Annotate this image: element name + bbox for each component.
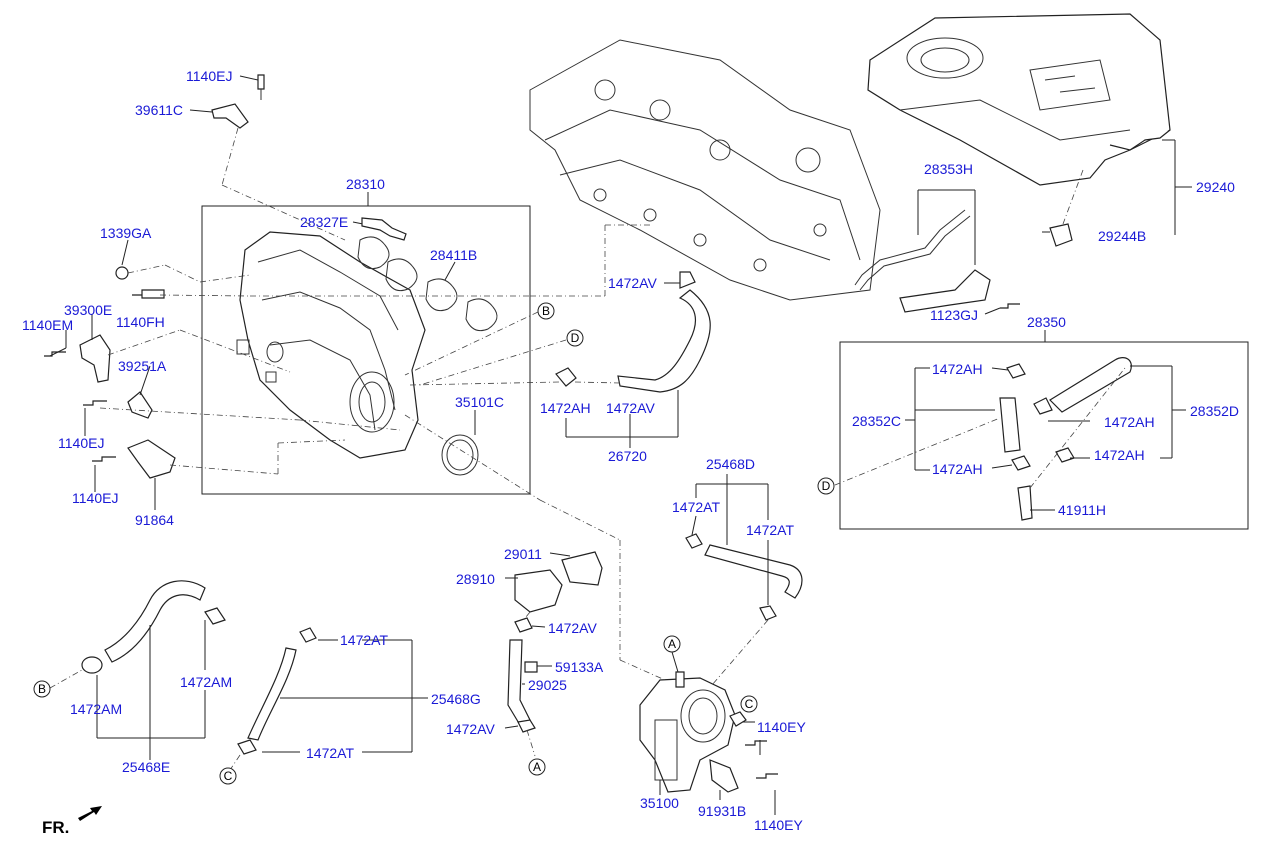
svg-text:C: C (745, 697, 754, 711)
label-35101C[interactable]: 35101C (455, 394, 504, 410)
svg-text:D: D (571, 331, 580, 345)
svg-text:A: A (668, 637, 676, 651)
engine-head-illustration (529, 39, 881, 301)
svg-text:C: C (224, 769, 233, 783)
label-1472AH-e[interactable]: 1472AH (1094, 447, 1145, 463)
label-28327E[interactable]: 28327E (300, 214, 348, 230)
ref-A-throttle: A (663, 635, 681, 653)
label-91931B[interactable]: 91931B (698, 803, 746, 819)
label-28353H[interactable]: 28353H (924, 161, 973, 177)
label-28352C[interactable]: 28352C (852, 413, 901, 429)
breather-pipe-illustration (854, 209, 991, 313)
label-39611C[interactable]: 39611C (135, 102, 183, 118)
ref-B-top: B (537, 302, 555, 320)
throttle-gasket-illustration (441, 434, 479, 476)
front-arrow-icon (78, 806, 102, 821)
label-29240[interactable]: 29240 (1196, 179, 1235, 195)
label-1472AT-d[interactable]: 1472AT (306, 745, 354, 761)
label-35100[interactable]: 35100 (640, 795, 679, 811)
hose-25468D-illustration (685, 533, 803, 621)
throttle-body-illustration (639, 671, 778, 793)
label-1140EY-b[interactable]: 1140EY (754, 817, 803, 833)
label-1472AH-b[interactable]: 1472AH (932, 361, 983, 377)
ref-C-bottom: C (219, 767, 237, 785)
engine-cover-illustration (867, 13, 1171, 186)
label-1140EJ-low[interactable]: 1140EJ (72, 490, 118, 506)
label-25468G[interactable]: 25468G (431, 691, 481, 707)
label-1140FH[interactable]: 1140FH (116, 314, 165, 330)
front-direction-marker: FR. (42, 806, 102, 837)
left-bolts-illustration (44, 74, 265, 479)
label-29011[interactable]: 29011 (504, 546, 542, 562)
label-1472AV-b[interactable]: 1472AV (606, 400, 655, 416)
label-59133A[interactable]: 59133A (555, 659, 604, 675)
ref-A-bottom: A (528, 758, 546, 776)
hose-group-28350-illustration (999, 357, 1132, 521)
hose-29025-illustration (507, 617, 538, 733)
label-25468D[interactable]: 25468D (706, 456, 755, 472)
intake-manifold-illustration (236, 231, 426, 459)
label-28352D[interactable]: 28352D (1190, 403, 1239, 419)
label-29025[interactable]: 29025 (528, 677, 567, 693)
label-1472AH-a[interactable]: 1472AH (540, 400, 591, 416)
label-28411B[interactable]: 28411B (430, 247, 477, 263)
grommet-illustration (1049, 223, 1073, 247)
label-39251A[interactable]: 39251A (118, 358, 167, 374)
label-25468E[interactable]: 25468E (122, 759, 170, 775)
label-26720[interactable]: 26720 (608, 448, 647, 464)
svg-text:B: B (542, 304, 550, 318)
ref-C-throttle: C (740, 695, 758, 713)
label-1472AT-b[interactable]: 1472AT (746, 522, 794, 538)
label-1472AT-a[interactable]: 1472AT (672, 499, 720, 515)
label-29244B[interactable]: 29244B (1098, 228, 1146, 244)
svg-text:B: B (38, 682, 46, 696)
svg-text:D: D (822, 479, 831, 493)
label-1472AM-b[interactable]: 1472AM (70, 701, 122, 717)
label-1472AH-d[interactable]: 1472AH (932, 461, 983, 477)
label-1140EM[interactable]: 1140EM (22, 317, 73, 333)
label-1472AT-c[interactable]: 1472AT (340, 632, 388, 648)
manifold-group-frame (201, 205, 531, 495)
label-1472AV-c[interactable]: 1472AV (548, 620, 597, 636)
label-41911H[interactable]: 41911H (1058, 502, 1106, 518)
leader-lines (49, 75, 1192, 815)
label-28910[interactable]: 28910 (456, 571, 495, 587)
label-1472AM-a[interactable]: 1472AM (180, 674, 232, 690)
label-1140EJ-top[interactable]: 1140EJ (186, 68, 232, 84)
hose-25468G-illustration (237, 627, 317, 755)
label-91864[interactable]: 91864 (135, 512, 174, 528)
svg-text:A: A (533, 760, 541, 774)
purge-valve-illustration (514, 551, 603, 613)
label-39300E[interactable]: 39300E (64, 302, 112, 318)
hose-group-28350-frame (839, 341, 1249, 530)
ref-D-top: D (566, 329, 584, 347)
label-1140EJ-mid[interactable]: 1140EJ (58, 435, 104, 451)
ref-D-box: D (817, 477, 835, 495)
label-1140EY-a[interactable]: 1140EY (757, 719, 806, 735)
hose-25468E-illustration (81, 580, 226, 674)
label-1472AV-d[interactable]: 1472AV (446, 721, 495, 737)
label-1123GJ[interactable]: 1123GJ (930, 307, 978, 323)
ref-B-bottom: B (33, 680, 51, 698)
label-1472AH-c[interactable]: 1472AH (1104, 414, 1155, 430)
label-1339GA[interactable]: 1339GA (100, 225, 152, 241)
front-label: FR. (42, 818, 69, 837)
label-28350[interactable]: 28350 (1027, 314, 1066, 330)
label-1472AV-a[interactable]: 1472AV (608, 275, 657, 291)
intake-gasket-illustration (357, 236, 498, 332)
label-28310[interactable]: 28310 (346, 176, 385, 192)
